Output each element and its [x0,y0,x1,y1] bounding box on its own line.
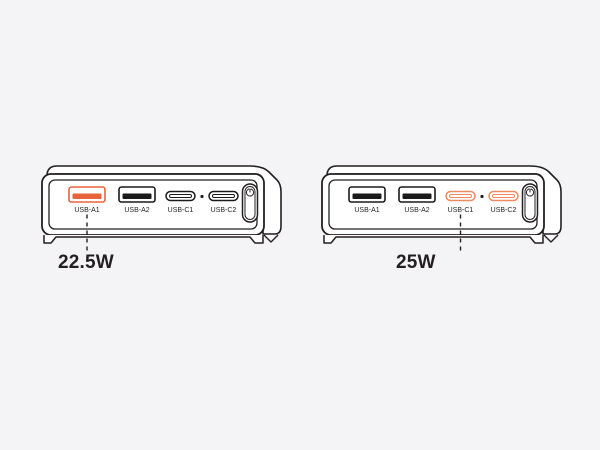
indicator-led [200,194,204,199]
port-usb-c2-shell [208,190,239,202]
power-bank-left-drawing: USB-A1 USB-A2 USB-C1 USB-C2 [41,165,282,252]
port-usb-a1-tongue [352,193,382,199]
port-usb-c1-tongue [449,194,472,198]
port-usb-c2-tongue [212,194,235,198]
port-usb-a2[interactable]: USB-A2 [118,186,156,214]
port-usb-c2[interactable]: USB-C2 [488,190,519,215]
power-button[interactable] [241,183,259,223]
port-usb-a2-tongue [122,193,152,199]
port-label-usb-a2: USB-A2 [404,207,429,214]
port-label-usb-c1: USB-C1 [448,207,474,214]
device-foot-right [263,234,279,243]
port-usb-a1[interactable]: USB-A1 [348,186,386,214]
device-feet [323,235,544,244]
port-usb-c1[interactable]: USB-C1 [445,190,476,215]
indicator-led [480,194,484,199]
watt-label-left: 22.5W [58,252,114,273]
watt-label-right: 25W [396,252,436,273]
power-bank-right-drawing: USB-A1 USB-A2 USB-C1 USB-C2 [321,165,562,252]
port-label-usb-c1: USB-C1 [168,207,194,214]
device-feet [43,235,264,244]
port-usb-a1[interactable]: USB-A1 [68,186,106,214]
port-usb-c1-tongue [169,194,192,198]
port-usb-c2-tongue [492,194,515,198]
port-usb-c2-shell [488,190,519,202]
port-label-usb-a1: USB-A1 [354,207,379,214]
port-usb-c2[interactable]: USB-C2 [208,190,239,215]
port-usb-c1[interactable]: USB-C1 [165,190,196,215]
power-bank-right: USB-A1 USB-A2 USB-C1 USB-C2 [315,160,565,290]
port-label-usb-c2: USB-C2 [211,207,237,214]
port-usb-a1-tongue [72,193,102,199]
power-icon [245,188,255,197]
power-bank-left: USB-A1 USB-A2 USB-C1 USB-C2 [35,160,285,290]
port-usb-a2[interactable]: USB-A2 [398,186,436,214]
port-usb-a2-tongue [402,193,432,199]
device-foot-right [543,234,559,243]
power-button[interactable] [521,183,539,223]
port-label-usb-a2: USB-A2 [124,207,149,214]
power-icon [525,188,535,197]
port-usb-c1-shell [445,190,476,202]
port-label-usb-c2: USB-C2 [491,207,517,214]
port-label-usb-a1: USB-A1 [74,207,99,214]
port-usb-c1-shell [165,190,196,202]
